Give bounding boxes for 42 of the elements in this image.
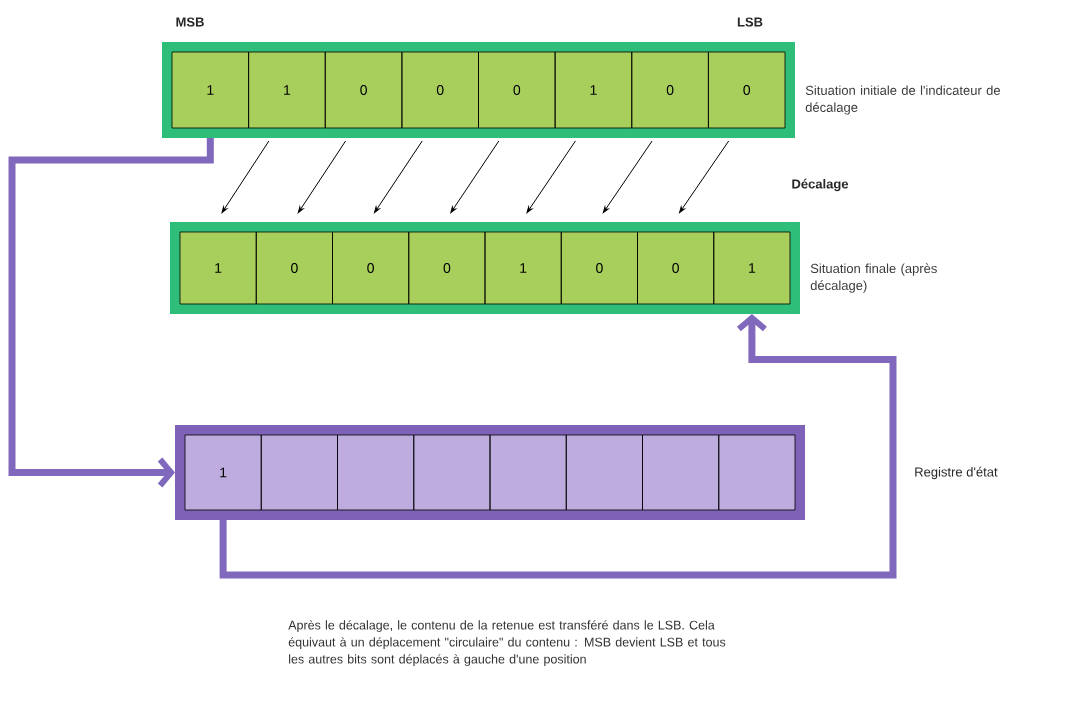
arrow: [219, 314, 897, 579]
caption: Après le décalage, le contenu de la retenue est transféré dans le LSB. Cela équivaut à un déplacement "circulaire" du contenu : MSB devient LSB et tous les autres bits sont déplacés à gauche d'une position: [288, 620, 726, 666]
register-cell: 1: [713, 231, 791, 305]
arrow: [602, 140, 653, 214]
register-cell: 0: [408, 231, 486, 305]
register-label: Registre d'état: [915, 466, 998, 480]
register-cell: 1: [184, 434, 262, 511]
register-caption: Situation initiale de l'indicateur de décalage: [805, 85, 1000, 115]
shift-label: Décalage: [792, 178, 849, 192]
empty-cell: [260, 434, 338, 511]
register-cell: 0: [324, 51, 403, 129]
arrow: [526, 140, 576, 214]
register-box: [175, 425, 805, 520]
register-cell: 0: [637, 231, 715, 305]
empty-cell: [489, 434, 567, 511]
register-cell: 1: [171, 51, 249, 129]
arrow: [374, 140, 423, 214]
arrow: [450, 140, 500, 214]
register-cell: 1: [179, 231, 257, 305]
register-caption: Situation finale (après décalage): [810, 263, 937, 293]
register-cell: 1: [554, 51, 633, 129]
register-box: [170, 222, 800, 314]
register-cell: 0: [560, 231, 638, 305]
bit-label: LSB: [737, 17, 763, 27]
register-cell: 0: [255, 231, 333, 305]
register-box: [162, 42, 795, 138]
register-cell: 0: [332, 231, 410, 305]
arrow: [221, 140, 270, 214]
empty-cell: [565, 434, 643, 511]
register-cell: 1: [248, 51, 326, 129]
empty-cell: [413, 434, 491, 511]
bit-label: MSB: [176, 17, 204, 27]
register-cell: 0: [708, 51, 786, 129]
register-cell: 1: [484, 231, 562, 305]
empty-cell: [337, 434, 415, 511]
register-cell: 0: [478, 51, 556, 129]
arrow: [297, 140, 347, 214]
empty-cell: [718, 434, 796, 511]
register-cell: 0: [631, 51, 709, 129]
register-cell: 0: [401, 51, 479, 129]
arrow: [679, 140, 730, 214]
empty-cell: [642, 434, 720, 511]
